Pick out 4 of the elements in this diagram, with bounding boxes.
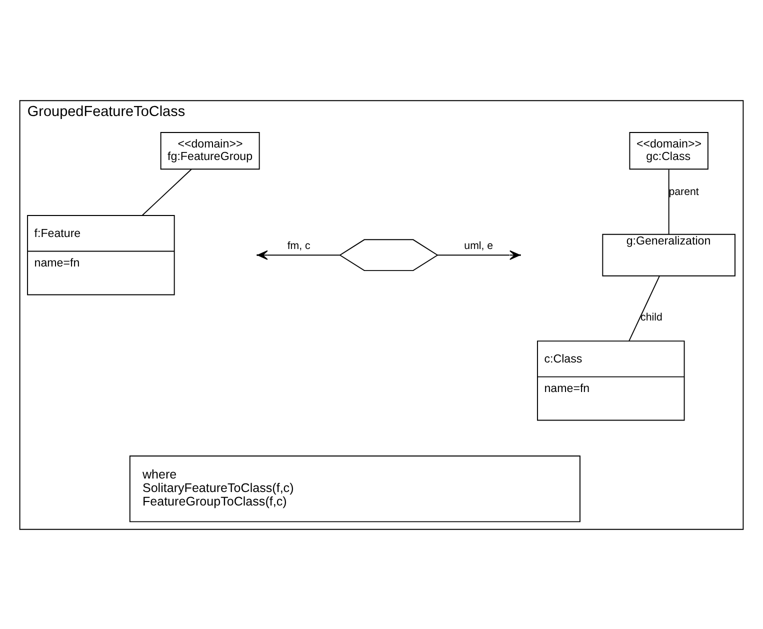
edge-label: child [640, 311, 662, 324]
edge-label: parent [668, 186, 699, 198]
edge-label: uml, e [464, 240, 494, 252]
edge-label: fm, c [287, 240, 310, 252]
